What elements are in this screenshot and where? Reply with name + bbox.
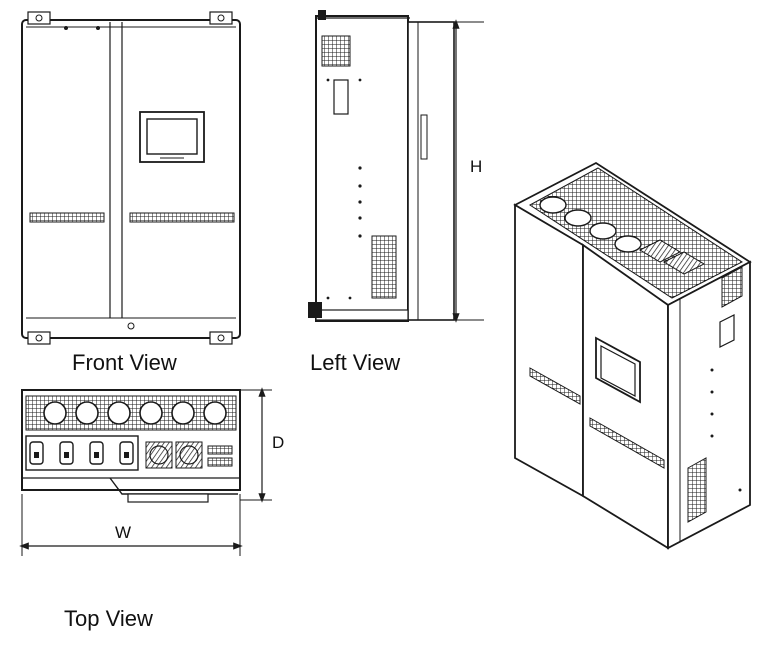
left-view-caption: Left View — [310, 350, 401, 375]
isometric-view — [513, 161, 752, 550]
front-view — [21, 11, 241, 345]
top-view — [19, 387, 272, 556]
display-screen — [139, 111, 205, 163]
terminal-block — [29, 441, 134, 465]
left-view — [308, 10, 484, 323]
width-dimension-label: W — [115, 523, 132, 542]
top-view-caption: Top View — [64, 606, 153, 631]
front-view-caption: Front View — [72, 350, 177, 375]
height-dimension-label: H — [470, 157, 483, 176]
depth-dimension-label: D — [272, 433, 285, 452]
